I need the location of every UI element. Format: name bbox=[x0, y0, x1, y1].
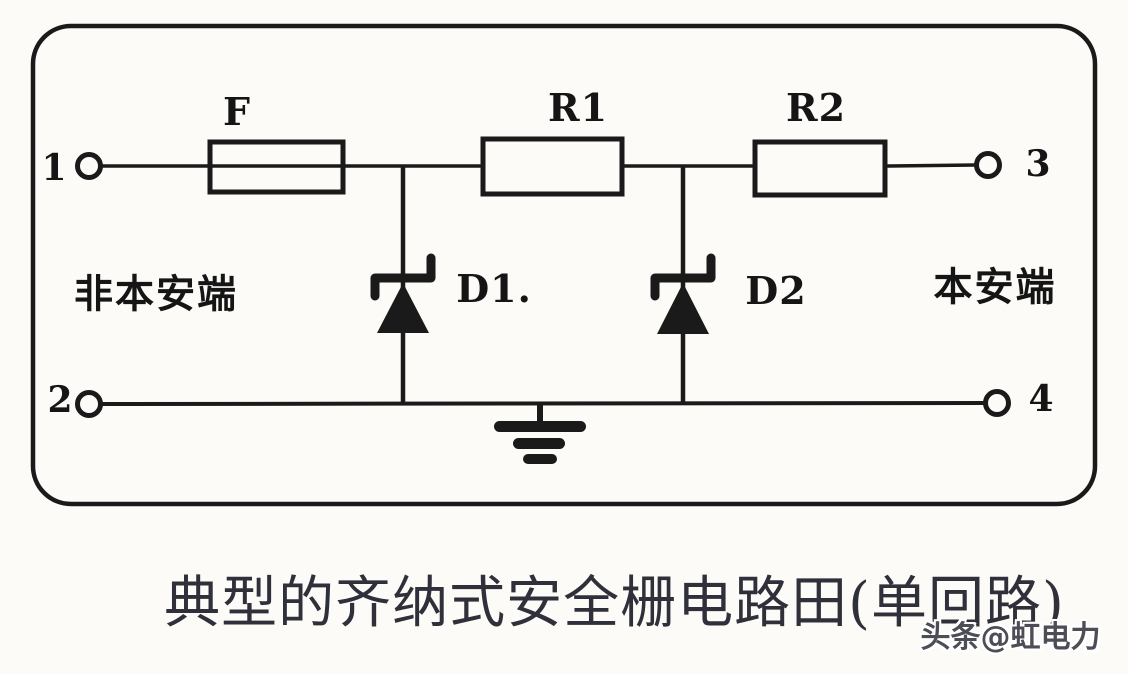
bottom-rail bbox=[100, 401, 986, 406]
non-intrinsic-safe-side-label: 非本安端 bbox=[73, 271, 239, 318]
barrier-enclosure-border bbox=[30, 23, 1098, 507]
resistor-r1-label: R1 bbox=[547, 85, 609, 130]
fuse-label: F bbox=[223, 89, 251, 134]
ground-bar-top bbox=[494, 421, 586, 432]
terminal-1-circle bbox=[75, 152, 103, 180]
terminal-3-circle bbox=[974, 151, 1002, 179]
ground-bar-bottom bbox=[523, 454, 557, 464]
figure-caption: 典型的齐纳式安全栅电路田(单回路) bbox=[164, 571, 1065, 636]
fuse-symbol bbox=[207, 139, 346, 195]
resistor-r2-symbol bbox=[752, 139, 888, 198]
watermark-text: 头条@虹电力 bbox=[920, 620, 1101, 655]
d1-zener-cathode-bar bbox=[370, 253, 436, 301]
ground-bar-middle bbox=[513, 438, 565, 449]
d2-zener-triangle bbox=[657, 283, 709, 334]
d2-zener-cathode-bar bbox=[650, 253, 716, 301]
terminal-2-number: 2 bbox=[47, 379, 73, 421]
resistor-r1-symbol bbox=[480, 136, 625, 197]
diode-d2-label: D2 bbox=[745, 268, 807, 313]
terminal-4-circle bbox=[983, 389, 1011, 417]
terminal-2-circle bbox=[75, 390, 103, 418]
terminal-4-number: 4 bbox=[1028, 378, 1054, 420]
intrinsic-safe-side-label: 本安端 bbox=[933, 264, 1057, 311]
resistor-r2-label: R2 bbox=[785, 85, 847, 130]
d1-zener-triangle bbox=[377, 283, 429, 333]
terminal-3-number: 3 bbox=[1025, 143, 1051, 185]
terminal-1-number: 1 bbox=[41, 147, 67, 189]
diode-d1-label: D1. bbox=[456, 266, 532, 311]
top-rail-right-segment bbox=[884, 163, 977, 168]
